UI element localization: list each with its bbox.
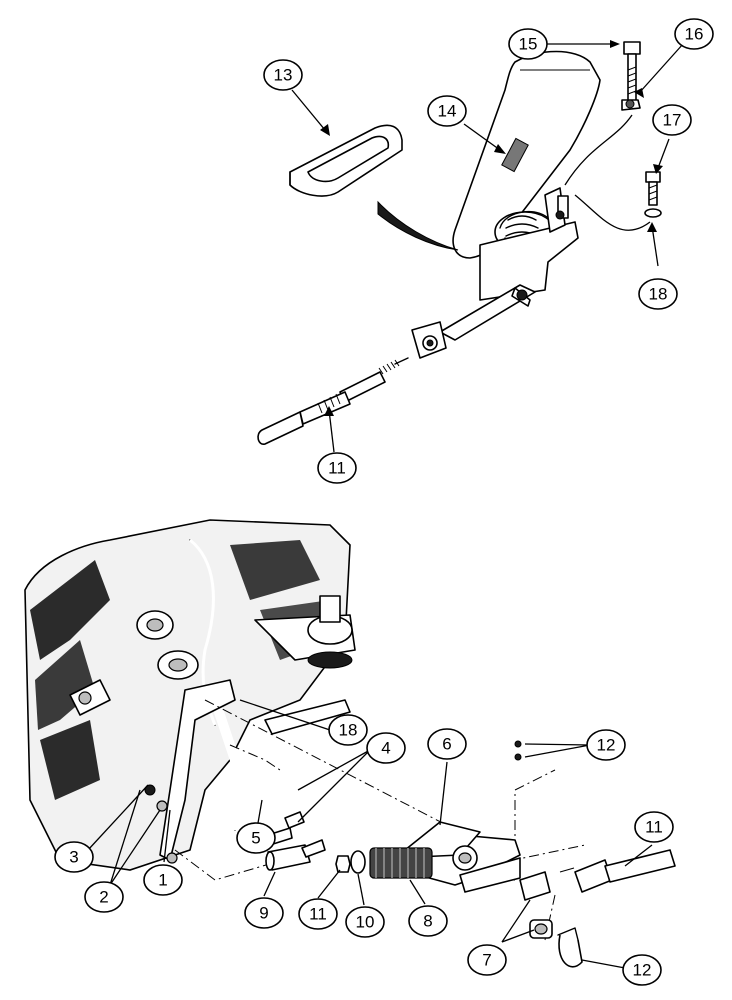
install-arrow (377, 200, 459, 251)
bolt-15 (623, 41, 641, 107)
callout-12-lower: 12 (622, 954, 662, 986)
callout-2: 2 (84, 881, 124, 913)
callout-11-upper: 11 (317, 452, 357, 484)
callout-label: 11 (328, 459, 346, 478)
callout-11-right: 11 (634, 811, 674, 843)
callout-label: 18 (649, 285, 668, 304)
callout-10: 10 (345, 906, 385, 938)
callout-label: 11 (309, 905, 327, 924)
callout-15: 15 (508, 28, 548, 60)
callout-label: 12 (597, 736, 616, 755)
callout-5: 5 (236, 822, 276, 854)
callout-label: 4 (381, 739, 390, 758)
pedal-assembly (411, 50, 601, 359)
nut-16 (621, 99, 641, 111)
leader-lines (87, 40, 684, 969)
callout-label: 9 (259, 904, 268, 923)
clip-12 (558, 934, 583, 968)
callout-8: 8 (408, 905, 448, 937)
callout-label: 15 (519, 35, 538, 54)
callout-14: 14 (427, 95, 467, 127)
callout-17: 17 (652, 104, 692, 136)
throttle-cable-upper (257, 357, 409, 445)
callout-7: 7 (467, 944, 507, 976)
washer-10 (350, 850, 366, 874)
callout-label: 1 (158, 871, 167, 890)
callout-label: 3 (69, 848, 78, 867)
pin-9 (265, 839, 326, 871)
callout-label: 18 (339, 721, 358, 740)
callout-label: 16 (685, 25, 704, 44)
callout-label: 11 (645, 818, 663, 837)
callout-6: 6 (427, 728, 467, 760)
callout-label: 8 (423, 912, 432, 931)
callout-label: 10 (356, 913, 375, 932)
callout-12-upper: 12 (586, 729, 626, 761)
callout-18-lower: 18 (328, 714, 368, 746)
callout-label: 17 (663, 111, 682, 130)
callout-label: 12 (633, 961, 652, 980)
callout-11-lower: 11 (298, 898, 338, 930)
callout-3: 3 (54, 841, 94, 873)
nut-11 (335, 855, 351, 873)
callout-4: 4 (366, 732, 406, 764)
callout-label: 5 (251, 829, 260, 848)
spring-8 (369, 847, 433, 879)
callout-1: 1 (143, 864, 183, 896)
callout-18-upper: 18 (638, 278, 678, 310)
callout-13: 13 (263, 59, 303, 91)
bolt-17 (644, 171, 662, 218)
callout-label: 6 (442, 735, 451, 754)
callout-label: 7 (482, 951, 491, 970)
throttle-cable-lower (559, 849, 676, 893)
floor-seal (289, 124, 403, 197)
callout-label: 14 (438, 102, 457, 121)
callout-label: 2 (99, 888, 108, 907)
callout-16: 16 (674, 18, 714, 50)
callout-label: 13 (274, 66, 293, 85)
callout-9: 9 (244, 897, 284, 929)
engine-block (24, 519, 356, 871)
connectors-7 (519, 871, 553, 939)
